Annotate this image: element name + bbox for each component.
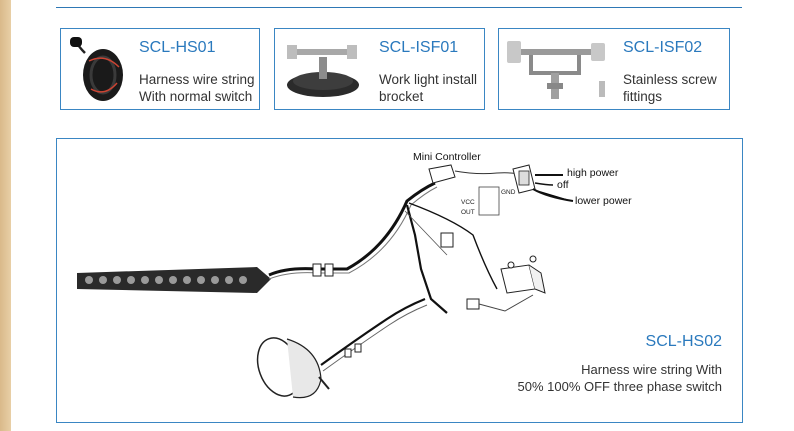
product-desc-line2: With normal switch (139, 89, 253, 104)
product-desc-line2: fittings (623, 89, 663, 104)
mini-controller-label: Mini Controller (413, 151, 481, 163)
wiring-diagram-drawing (77, 164, 574, 399)
product-description: Stainless screw fittings (623, 71, 717, 105)
battery-image (500, 255, 546, 294)
off-label: off (557, 179, 569, 191)
top-divider (56, 7, 742, 8)
product-card-scl-hs01[interactable]: SCL-HS01 Harness wire string With normal… (60, 28, 260, 110)
product-card-scl-isf02[interactable]: SCL-ISF02 Stainless screw fittings (498, 28, 730, 110)
wiring-diagram-panel: Mini Controller high power off lower pow… (56, 138, 743, 423)
gnd-pin-label: GND (501, 189, 516, 196)
harness-coil-image (70, 37, 123, 101)
controller-module-image (478, 186, 500, 216)
diagram-product-code: SCL-HS02 (645, 333, 722, 350)
out-pin-label: OUT (461, 209, 475, 216)
product-code: SCL-HS01 (139, 39, 216, 56)
vcc-pin-label: VCC (461, 199, 475, 206)
product-desc-line1: Work light install (379, 72, 478, 87)
left-decorative-strip (0, 0, 11, 431)
mini-controller-image (428, 164, 526, 184)
screw-fittings-image (507, 41, 605, 99)
product-code: SCL-ISF01 (379, 39, 459, 56)
product-desc-line2: brocket (379, 89, 424, 104)
product-desc-line1: Stainless screw (623, 72, 717, 87)
product-card-scl-isf01[interactable]: SCL-ISF01 Work light install brocket (274, 28, 485, 110)
light-bar-image (77, 267, 271, 293)
three-phase-switch-image (512, 164, 536, 194)
spot-light-image (256, 337, 330, 399)
install-bracket-image (287, 45, 359, 97)
product-description: Work light install brocket (379, 71, 477, 105)
product-desc-line1: Harness wire string (139, 72, 255, 87)
relay-image (440, 232, 454, 248)
diagram-desc-line1: Harness wire string With (581, 362, 722, 377)
diagram-desc-line2: 50% 100% OFF three phase switch (517, 379, 723, 394)
diagram-description: Harness wire string With 50% 100% OFF th… (518, 361, 723, 395)
lower-power-label: lower power (575, 195, 632, 207)
product-code: SCL-ISF02 (623, 39, 703, 56)
product-description: Harness wire string With normal switch (139, 71, 255, 105)
high-power-label: high power (567, 167, 619, 179)
